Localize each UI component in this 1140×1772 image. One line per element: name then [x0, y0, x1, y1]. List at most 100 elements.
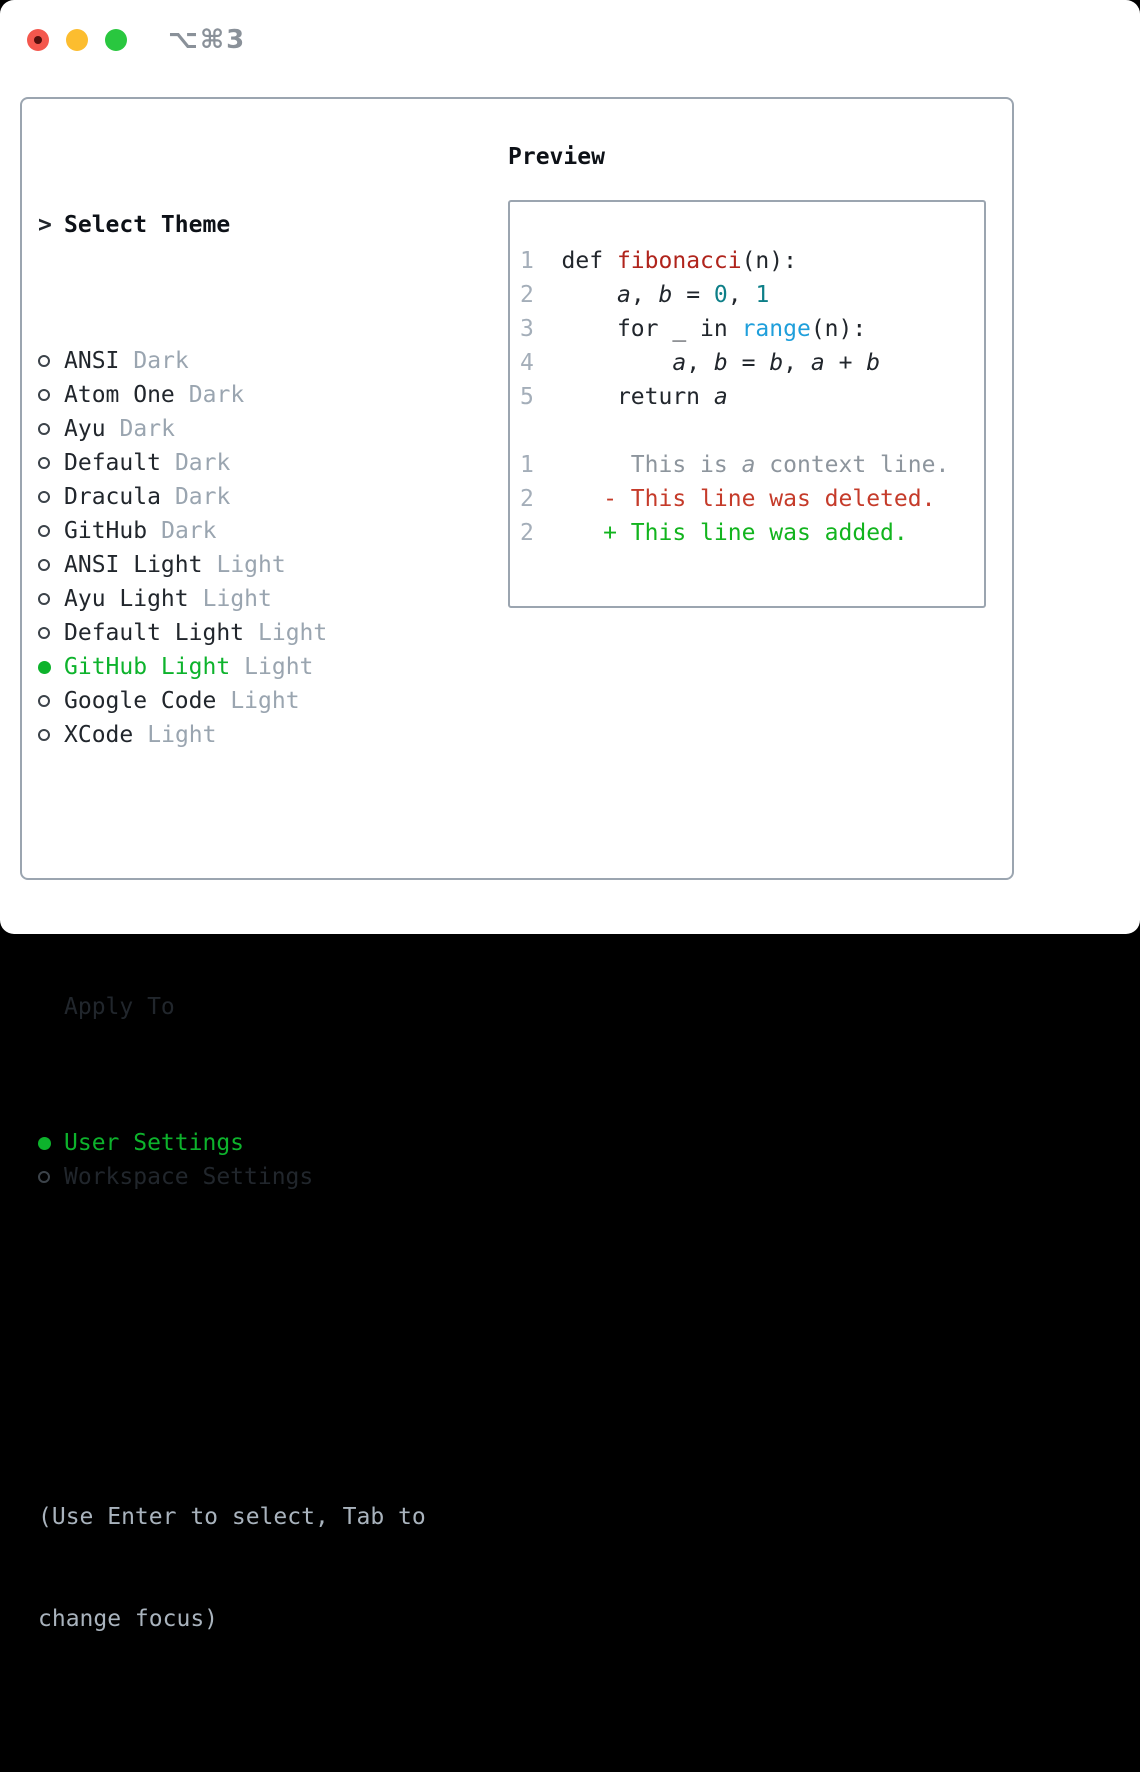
apply-to-option[interactable]: Workspace Settings — [38, 1160, 488, 1194]
theme-name: Google Code — [64, 688, 217, 714]
theme-variant-badge: Light — [244, 654, 314, 680]
theme-name: XCode — [64, 722, 134, 748]
code-token: context line. — [755, 452, 950, 478]
theme-name: GitHub Light — [64, 654, 231, 680]
code-token — [534, 350, 672, 376]
hint-line-1: (Use Enter to select, Tab to — [38, 1504, 426, 1530]
code-token: a — [810, 350, 825, 376]
code-token: + — [824, 350, 867, 376]
theme-variant-badge: Dark — [119, 416, 175, 442]
apply-to-title: Apply To — [64, 994, 175, 1020]
code-line: 1 This is a context line. — [520, 448, 984, 482]
code-token: return — [533, 384, 714, 410]
theme-option[interactable]: Dracula Dark — [38, 480, 488, 514]
theme-name: ANSI — [64, 348, 120, 374]
code-token: + This line was added. — [533, 520, 908, 546]
spacer — [38, 854, 488, 888]
apply-to-name: User Settings — [64, 1130, 245, 1156]
code-token: a — [741, 452, 756, 478]
code-token: = — [727, 350, 770, 376]
code-line — [520, 414, 984, 448]
apply-to-header: Apply To — [38, 990, 488, 1024]
radio-icon — [38, 593, 64, 605]
minimize-button[interactable] — [66, 29, 88, 51]
code-token: a — [672, 350, 687, 376]
theme-name: Default Light — [64, 620, 245, 646]
prompt-caret-icon: > — [38, 212, 52, 238]
radio-icon — [38, 729, 64, 741]
code-line: 2 - This line was deleted. — [520, 482, 984, 516]
code-line: 5 return a — [520, 380, 984, 414]
code-token: (n): — [741, 248, 797, 274]
theme-option[interactable]: Google Code Light — [38, 684, 488, 718]
theme-option[interactable]: GitHub Light Light — [38, 650, 488, 684]
selected-radio-icon — [38, 660, 64, 674]
radio-icon — [38, 491, 64, 503]
theme-name: Ayu Light — [64, 586, 189, 612]
code-token: range — [741, 316, 811, 342]
apply-to-option[interactable]: User Settings — [38, 1126, 488, 1160]
code-token: This is — [533, 452, 742, 478]
theme-option[interactable]: ANSI Light Light — [38, 548, 488, 582]
spacer — [38, 1296, 488, 1330]
radio-icon — [38, 559, 64, 571]
code-line: 3 for _ in range(n): — [520, 312, 984, 346]
theme-variant-badge: Dark — [174, 484, 231, 510]
theme-name: GitHub — [64, 518, 148, 544]
line-number: 1 — [520, 248, 534, 274]
titlebar: ⌥⌘3 — [27, 25, 247, 55]
preview-title: Preview — [508, 144, 605, 170]
radio-icon — [38, 457, 64, 469]
code-token: b — [769, 350, 784, 376]
code-token: 0 — [713, 282, 728, 308]
select-theme-title: Select Theme — [64, 212, 231, 238]
theme-option[interactable]: ANSI Dark — [38, 344, 488, 378]
theme-option[interactable]: Default Light Light — [38, 616, 488, 650]
code-line: 4 a, b = b, a + b — [520, 346, 984, 380]
radio-icon — [38, 627, 64, 639]
select-theme-header: > Select Theme — [38, 208, 488, 242]
radio-icon — [38, 695, 64, 707]
code-token: def — [533, 248, 617, 274]
window-shortcut-label: ⌥⌘3 — [168, 25, 247, 55]
theme-variant-badge: Light — [202, 586, 272, 612]
theme-variant-badge: Dark — [133, 348, 189, 374]
code-token — [534, 282, 617, 308]
code-token: b — [658, 282, 673, 308]
line-number: 2 — [520, 520, 534, 546]
radio-icon — [38, 355, 64, 367]
code-token: a — [713, 384, 728, 410]
line-number: 5 — [520, 384, 534, 410]
code-token: 1 — [755, 282, 770, 308]
code-token: for _ in — [533, 316, 742, 342]
code-token: , — [630, 282, 659, 308]
theme-option[interactable]: Ayu Light Light — [38, 582, 488, 616]
theme-name: Atom One — [64, 382, 175, 408]
code-line: 1 def fibonacci(n): — [520, 244, 984, 278]
hint-line-2: change focus) — [38, 1606, 219, 1632]
line-number: 3 — [520, 316, 534, 342]
code-token: b — [866, 350, 881, 376]
line-number: 2 — [520, 486, 534, 512]
theme-name: Dracula — [64, 484, 161, 510]
theme-variant-badge: Light — [258, 620, 328, 646]
theme-name: ANSI Light — [64, 552, 203, 578]
close-button[interactable] — [27, 29, 49, 51]
code-token: , — [727, 282, 756, 308]
code-token: fibonacci — [616, 248, 742, 274]
theme-variant-badge: Light — [216, 552, 286, 578]
code-line: 2 a, b = 0, 1 — [520, 278, 984, 312]
zoom-button[interactable] — [105, 29, 127, 51]
theme-variant-badge: Light — [230, 688, 300, 714]
